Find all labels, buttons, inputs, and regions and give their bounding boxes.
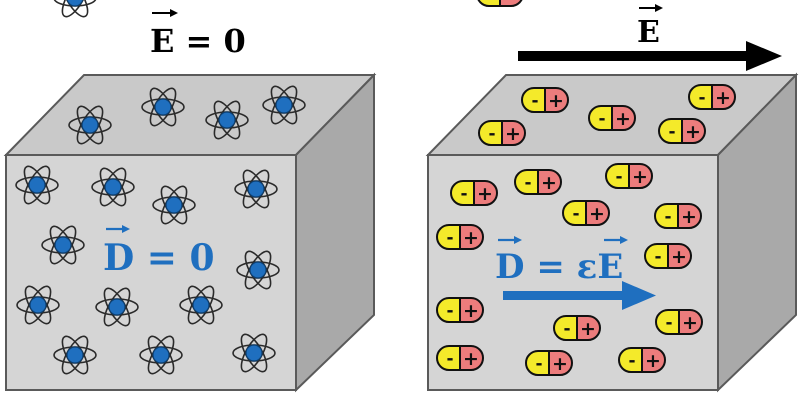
right-top-label-text: E [637, 15, 660, 50]
dipole-positive-sign: + [589, 203, 605, 225]
dipole-negative-sign: - [446, 349, 453, 369]
dipole-positive-sign: + [505, 123, 521, 145]
dipole-negative-sign: - [531, 91, 538, 111]
dipole-capsule-icon: -+ [654, 203, 702, 229]
arrow-right-icon [503, 291, 625, 300]
dipole-positive-sign: + [715, 87, 731, 109]
left-inner-label: D = 0 [103, 225, 215, 279]
dipole-capsule-icon [476, 0, 524, 7]
dipole-positive-sign: + [548, 90, 564, 112]
dipole-capsule-icon: -+ [514, 169, 562, 195]
arrow-right-icon [518, 51, 748, 61]
dipole-negative-sign: - [572, 204, 579, 224]
dipole-negative-sign: - [654, 247, 661, 267]
dipole-positive-sign: + [645, 350, 661, 372]
dipole-positive-sign: + [477, 183, 493, 205]
left-inner-label-text: D = 0 [103, 237, 215, 279]
dipole-capsule-icon: -+ [562, 200, 610, 226]
right-inner-label-text: D = εE [495, 247, 623, 287]
dipole-negative-sign: - [615, 167, 622, 187]
dipole-capsule-icon: -+ [588, 105, 636, 131]
dipole-capsule-icon: -+ [521, 87, 569, 113]
dipole-positive-sign: + [463, 227, 479, 249]
dipole-capsule-icon: -+ [436, 297, 484, 323]
dipole-negative-sign: - [446, 301, 453, 321]
dipole-positive-sign: + [685, 121, 701, 143]
dipole-negative-sign: - [598, 109, 605, 129]
dipole-negative-sign: - [628, 351, 635, 371]
dipole-capsule-icon: -+ [478, 120, 526, 146]
dipole-positive-sign: + [615, 108, 631, 130]
dipole-negative-sign: - [524, 173, 531, 193]
dipole-positive-sign: + [463, 300, 479, 322]
dipole-capsule-icon: -+ [553, 315, 601, 341]
dipole-capsule-icon: -+ [618, 347, 666, 373]
dipole-positive-sign: + [463, 348, 479, 370]
dipole-capsule-icon: -+ [450, 180, 498, 206]
dipole-positive-sign: + [671, 246, 687, 268]
dipole-capsule-icon: -+ [644, 243, 692, 269]
dipole-capsule-icon: -+ [436, 345, 484, 371]
external-field-arrow [518, 41, 782, 71]
dipole-negative-sign: - [664, 207, 671, 227]
dipole-capsule-icon: -+ [688, 84, 736, 110]
atom-icon [53, 0, 97, 21]
right-top-label: E [637, 4, 663, 50]
inner-field-arrow [503, 281, 656, 310]
dipole-negative-sign: - [460, 184, 467, 204]
dipole-capsule-icon: -+ [655, 309, 703, 335]
dipole-positive-sign: + [681, 206, 697, 228]
dipole-capsule-icon: -+ [525, 350, 573, 376]
dipole-positive-sign: + [580, 318, 596, 340]
dipole-capsule-icon: -+ [605, 163, 653, 189]
dipoles-layer: -+-+-+-+-+-+-+-+-+-+-+-+-+-+-+-+-+-+ [436, 84, 736, 376]
dipole-positive-sign: + [541, 172, 557, 194]
dipole-negative-sign: - [668, 122, 675, 142]
left-top-label-text: E = 0 [150, 22, 246, 60]
dipole-negative-sign: - [488, 124, 495, 144]
dipole-positive-sign: + [682, 312, 698, 334]
dipole-negative-sign: - [698, 88, 705, 108]
dipole-positive-sign: + [632, 166, 648, 188]
dipole-positive-sign: + [552, 353, 568, 375]
right-inner-label: D = εE [495, 236, 628, 287]
dipole-negative-sign: - [563, 319, 570, 339]
left-top-label: E = 0 [150, 9, 246, 60]
dipole-negative-sign: - [665, 313, 672, 333]
dipole-negative-sign: - [446, 228, 453, 248]
dipole-negative-sign: - [535, 354, 542, 374]
dipole-capsule-icon: -+ [658, 118, 706, 144]
dipole-capsule-icon: -+ [436, 224, 484, 250]
